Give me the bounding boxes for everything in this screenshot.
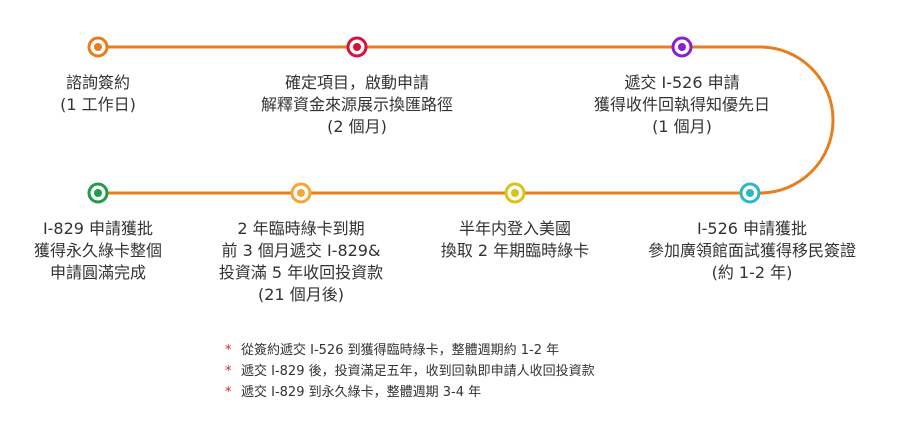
asterisk-marker: * [225, 343, 232, 358]
step-label-line: 換取 2 年期臨時綠卡 [440, 241, 590, 260]
step-label-line: (1 個月) [652, 117, 712, 136]
step-label-submit-i829: 2 年臨時綠卡到期 前 3 個月遞交 I-829& 投資滿 5 年收回投資款 (… [191, 218, 411, 306]
step-label-i829-approved: I-829 申請獲批 獲得永久綠卡整個 申請圓滿完成 [0, 218, 208, 284]
step-label-line: (1 工作日) [60, 95, 136, 114]
step-label-line: I-526 申請獲批 [696, 219, 808, 238]
step-label-line: 諮詢簽約 [65, 73, 130, 92]
step-node-i526-approved [739, 182, 761, 204]
step-label-line: 前 3 個月遞交 I-829& [221, 241, 381, 260]
step-label-line: 解釋資金來源展示換匯路徑 [260, 95, 453, 114]
asterisk-marker: * [225, 385, 232, 400]
step-label-line: 半年内登入美國 [458, 219, 571, 238]
note-item: * 從簽約遞交 I-526 到獲得臨時綠卡，整體週期約 1-2 年 [225, 340, 785, 361]
step-node-enter-us [504, 182, 526, 204]
step-label-line: 獲得永久綠卡整個 [33, 241, 162, 260]
timeline-connector [98, 45, 835, 195]
step-label-line: 申請圓滿完成 [49, 263, 146, 282]
note-text: 從簽約遞交 I-526 到獲得臨時綠卡，整體週期約 1-2 年 [241, 343, 560, 358]
step-label-line: (21 個月後) [258, 285, 344, 304]
step-label-confirm: 確定項目，啟動申請 解釋資金來源展示換匯路徑 (2 個月) [237, 72, 477, 138]
step-node-submit-i829 [290, 182, 312, 204]
note-item: * 遞交 I-829 到永久綠卡，整體週期 3-4 年 [225, 382, 785, 403]
step-label-line: I-829 申請獲批 [42, 219, 154, 238]
step-label-line: 獲得收件回執得知優先日 [593, 95, 770, 114]
note-item: * 遞交 I-829 後，投資滿足五年，收到回執即申請人收回投資款 [225, 361, 785, 382]
note-text: 遞交 I-829 到永久綠卡，整體週期 3-4 年 [241, 385, 482, 400]
step-node-confirm [346, 36, 368, 58]
step-label-enter-us: 半年内登入美國 換取 2 年期臨時綠卡 [405, 218, 625, 262]
notes-list: * 從簽約遞交 I-526 到獲得臨時綠卡，整體週期約 1-2 年 * 遞交 I-8… [225, 340, 785, 403]
step-node-consult [87, 36, 109, 58]
step-label-line: 投資滿 5 年收回投資款 [218, 263, 384, 282]
step-label-line: (2 個月) [327, 117, 387, 136]
note-text: 遞交 I-829 後，投資滿足五年，收到回執即申請人收回投資款 [241, 364, 595, 379]
step-label-line: 確定項目，啟動申請 [284, 73, 429, 92]
step-label-line: (約 1-2 年) [711, 263, 793, 282]
step-label-line: 遞交 I-526 申請 [624, 73, 740, 92]
step-label-i526-approved: I-526 申請獲批 參加廣領館面試獲得移民簽證 (約 1-2 年) [622, 218, 882, 284]
step-node-submit-i526 [671, 36, 693, 58]
step-label-line: 參加廣領館面試獲得移民簽證 [647, 241, 856, 260]
step-node-i829-approved [87, 182, 109, 204]
asterisk-marker: * [225, 364, 232, 379]
step-label-submit-i526: 遞交 I-526 申請 獲得收件回執得知優先日 (1 個月) [572, 72, 792, 138]
step-label-consult: 諮詢簽約 (1 工作日) [0, 72, 208, 116]
step-label-line: 2 年臨時綠卡到期 [237, 219, 365, 238]
